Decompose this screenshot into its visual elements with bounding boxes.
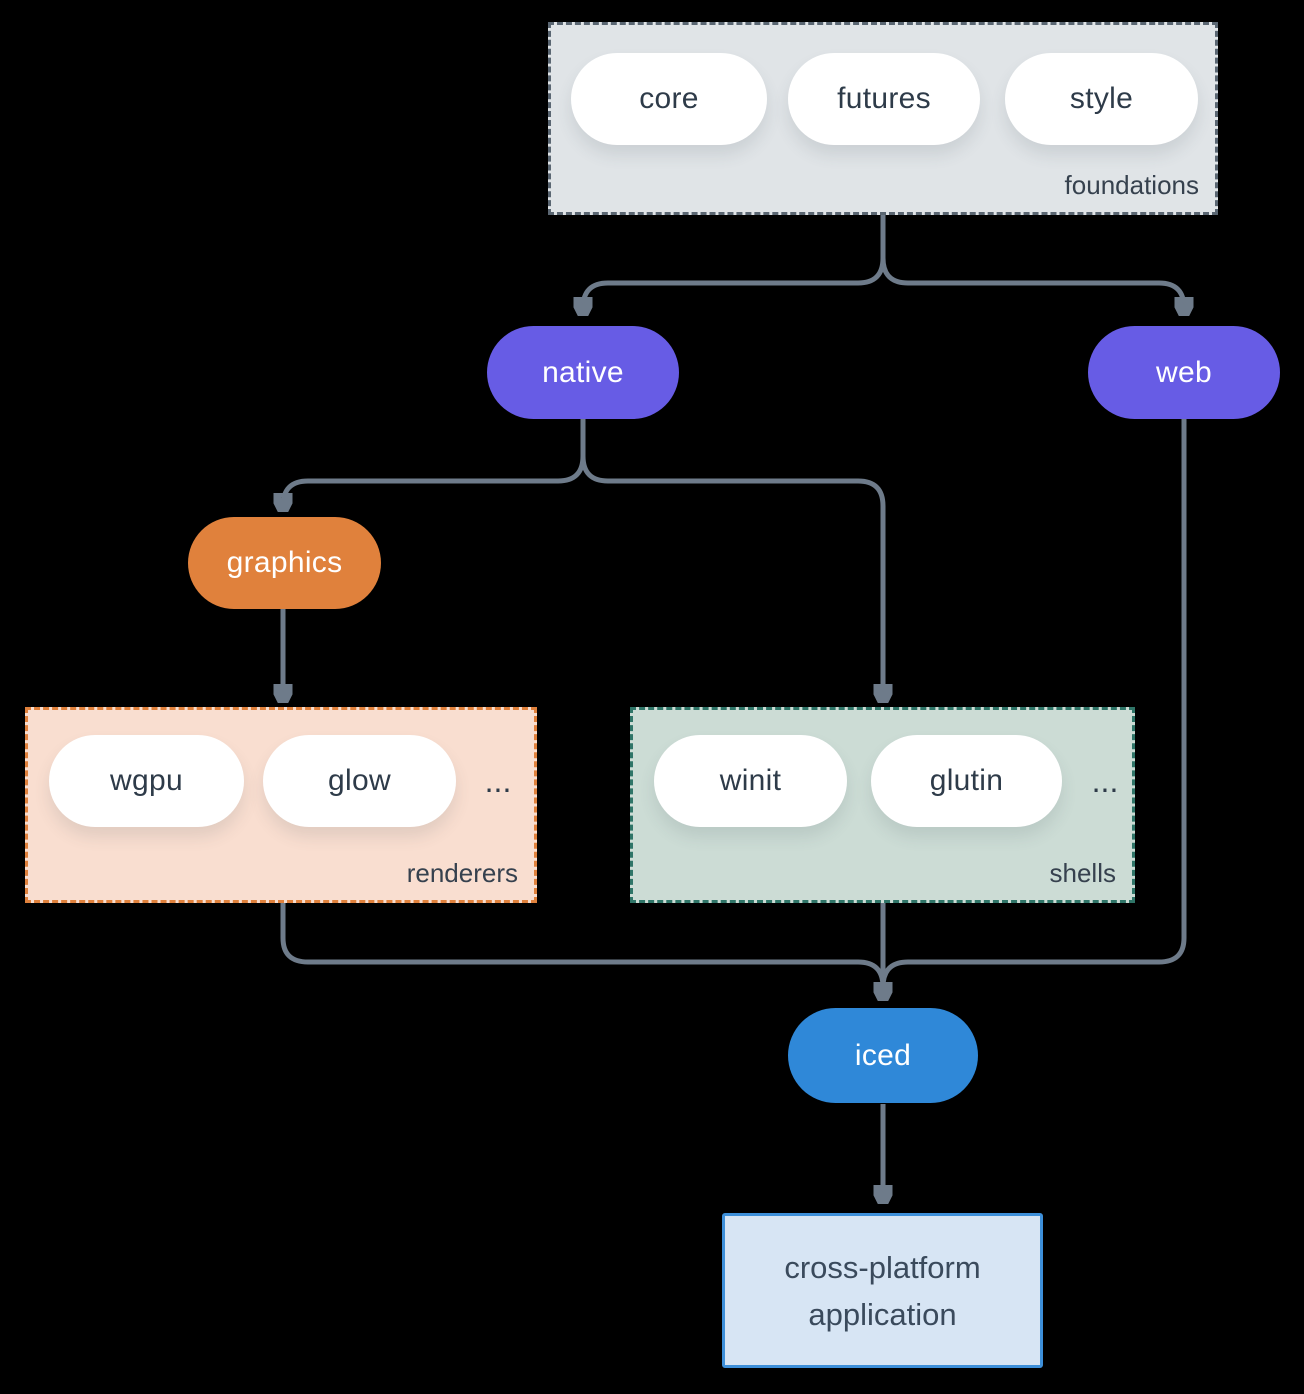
application-label-line1: cross-platform: [784, 1249, 981, 1285]
edge-web-to-iced: [880, 419, 1187, 988]
renderers-group: wgpu glow ... renderers: [25, 707, 537, 903]
node-glow: glow: [263, 735, 456, 827]
node-web: web: [1088, 326, 1280, 419]
shells-label: shells: [1049, 858, 1116, 888]
node-core: core: [571, 53, 767, 145]
renderers-label: renderers: [406, 858, 518, 888]
edge-native-to-graphics: [283, 419, 586, 507]
node-iced: iced: [788, 1008, 978, 1103]
node-style: style: [1005, 53, 1198, 145]
application-box: cross-platform application: [722, 1213, 1043, 1368]
node-graphics: graphics: [188, 517, 381, 609]
foundations-label: foundations: [1064, 170, 1199, 200]
edge-foundations-to-native: [583, 215, 886, 311]
node-wgpu: wgpu: [49, 735, 244, 827]
edge-native-to-shells: [580, 455, 883, 698]
application-label-line2: application: [808, 1296, 957, 1332]
node-winit: winit: [654, 735, 847, 827]
foundations-group: core futures style foundations: [548, 22, 1218, 215]
edge-foundations-to-web: [880, 257, 1184, 311]
shells-group: winit glutin ... shells: [630, 707, 1135, 903]
shells-ellipsis: ...: [1091, 762, 1119, 799]
node-glutin: glutin: [871, 735, 1062, 827]
renderers-ellipsis: ...: [484, 762, 512, 799]
node-futures: futures: [788, 53, 980, 145]
edge-renderers-to-iced: [280, 903, 886, 988]
node-native: native: [487, 326, 679, 419]
